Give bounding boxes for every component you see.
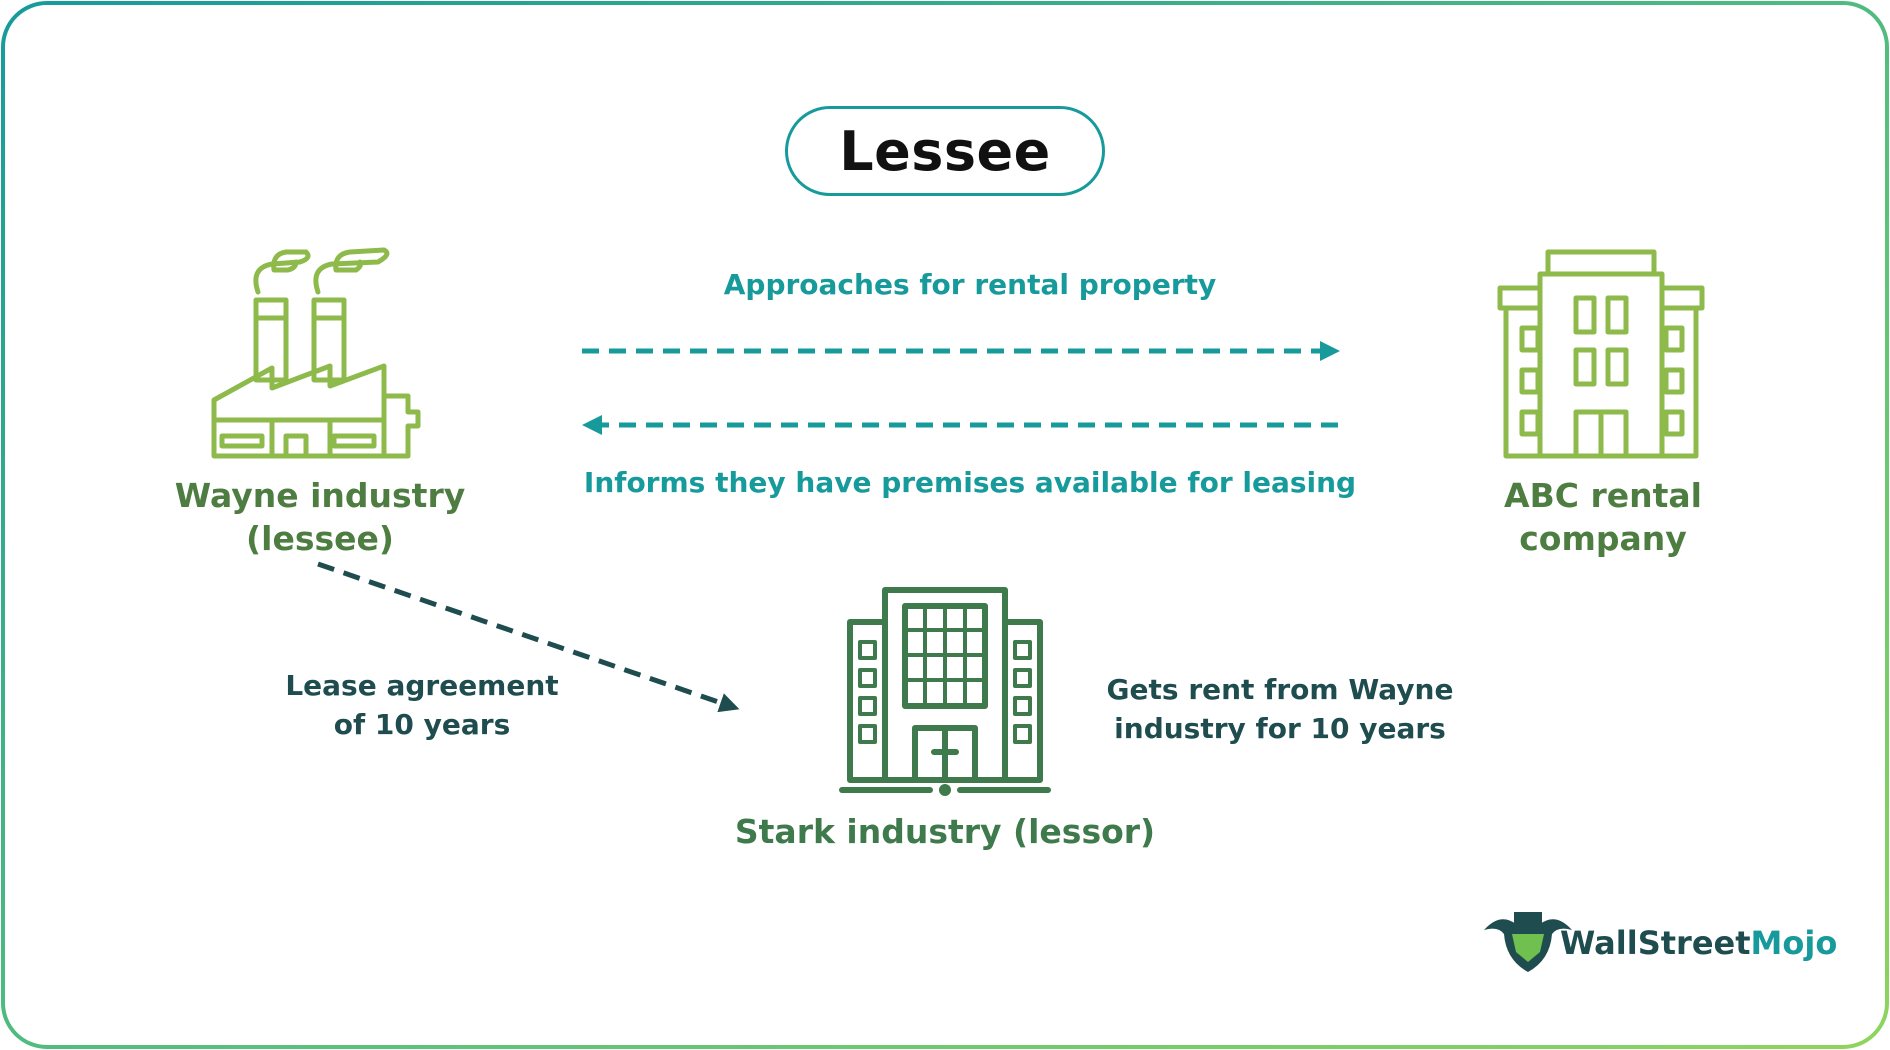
arrow-lease bbox=[317, 561, 740, 713]
edge-lease-line1: Lease agreement bbox=[285, 669, 559, 702]
node-lessee-label: Wayne industry (lessee) bbox=[160, 474, 480, 560]
edge-lease-label: Lease agreement of 10 years bbox=[272, 666, 572, 744]
brand-logo-part1: WallStreet bbox=[1560, 924, 1751, 962]
node-rental-line1: ABC rental bbox=[1504, 476, 1702, 515]
node-lessee-line2: (lessee) bbox=[246, 519, 394, 558]
node-lessee-line1: Wayne industry bbox=[174, 476, 466, 515]
edge-lease-line2: of 10 years bbox=[333, 708, 511, 741]
page-title: Lessee bbox=[839, 119, 1051, 183]
node-lessor-label: Stark industry (lessor) bbox=[734, 812, 1156, 851]
node-rental-label: ABC rental company bbox=[1450, 474, 1756, 560]
office-building-icon bbox=[1497, 249, 1705, 459]
factory-icon bbox=[211, 247, 421, 459]
edge-informs-label: Informs they have premises available for… bbox=[583, 466, 1357, 499]
edge-rent-line1: Gets rent from Wayne bbox=[1106, 673, 1454, 706]
edge-approach-label: Approaches for rental property bbox=[723, 268, 1217, 301]
edge-rent-label: Gets rent from Wayne industry for 10 yea… bbox=[1100, 670, 1460, 748]
edge-rent-line2: industry for 10 years bbox=[1114, 712, 1446, 745]
bull-logo-icon bbox=[1484, 912, 1572, 972]
title-pill: Lessee bbox=[785, 106, 1105, 196]
brand-logo: WallStreetMojo bbox=[1560, 924, 1837, 962]
node-rental-line2: company bbox=[1519, 519, 1687, 558]
skyscraper-icon bbox=[839, 587, 1051, 796]
brand-logo-part2: Mojo bbox=[1750, 924, 1838, 962]
